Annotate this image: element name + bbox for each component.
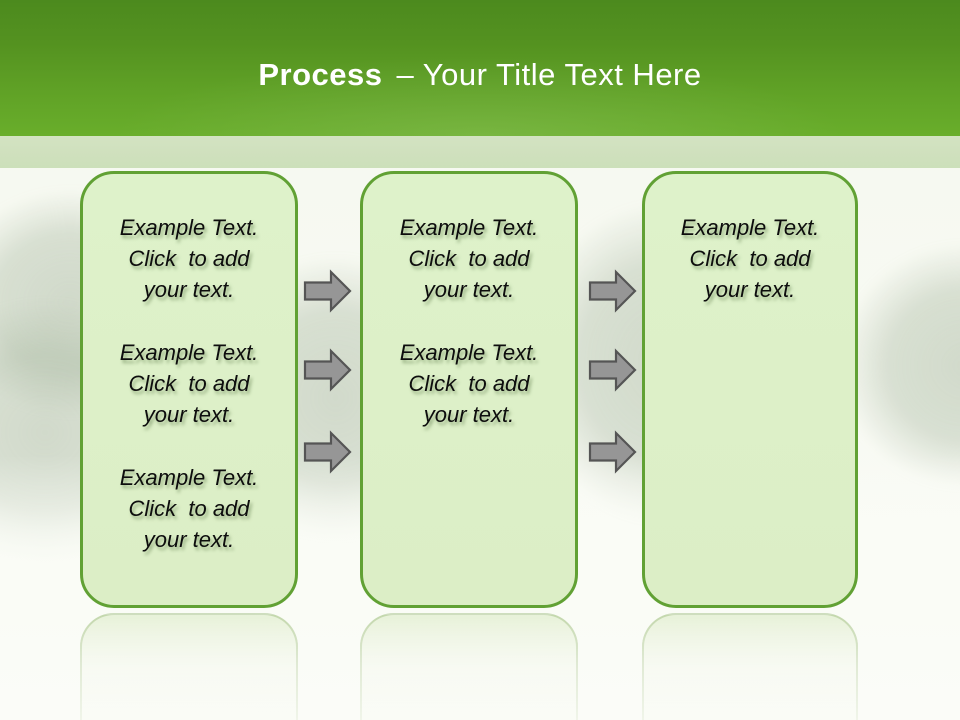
- text-placeholder: Example Text. Click to add your text.: [645, 212, 855, 305]
- process-box-2[interactable]: Example Text. Click to add your text. Ex…: [360, 171, 578, 608]
- slide-title[interactable]: Process – Your Title Text Here: [258, 43, 701, 93]
- placeholder-line: Click to add: [408, 246, 530, 271]
- arrow-right-icon: [588, 269, 637, 313]
- arrow-right-icon: [303, 348, 352, 392]
- placeholder-line: Example Text.: [399, 215, 539, 240]
- header-bar: Process – Your Title Text Here: [0, 0, 960, 136]
- text-placeholder: Example Text. Click to add your text.: [83, 462, 295, 555]
- arrow-right-icon: [303, 269, 352, 313]
- process-box-1[interactable]: Example Text. Click to add your text. Ex…: [80, 171, 298, 608]
- slide-title-bold: Process: [258, 57, 383, 92]
- reflection-fade: [360, 613, 578, 720]
- placeholder-line: Click to add: [408, 371, 530, 396]
- placeholder-line: your text.: [143, 277, 235, 302]
- arrow-right-icon: [303, 430, 352, 474]
- placeholder-line: Click to add: [128, 496, 250, 521]
- arrow-right-icon: [588, 348, 637, 392]
- header-sheen: [0, 0, 960, 136]
- box-reflection: [80, 613, 298, 720]
- box-reflection: [642, 613, 858, 720]
- text-placeholder: Example Text. Click to add your text.: [83, 212, 295, 305]
- reflection-fade: [80, 613, 298, 720]
- process-box-3[interactable]: Example Text. Click to add your text.: [642, 171, 858, 608]
- placeholder-line: Click to add: [128, 246, 250, 271]
- placeholder-line: Example Text.: [119, 215, 259, 240]
- header-accent-band: [0, 136, 960, 168]
- placeholder-line: your text.: [704, 277, 796, 302]
- reflection-fade: [642, 613, 858, 720]
- placeholder-line: your text.: [423, 277, 515, 302]
- placeholder-line: Example Text.: [680, 215, 820, 240]
- placeholder-line: Example Text.: [399, 340, 539, 365]
- placeholder-line: your text.: [143, 527, 235, 552]
- text-placeholder: Example Text. Click to add your text.: [363, 337, 575, 430]
- placeholder-line: your text.: [423, 402, 515, 427]
- placeholder-line: your text.: [143, 402, 235, 427]
- placeholder-line: Click to add: [128, 371, 250, 396]
- placeholder-line: Example Text.: [119, 465, 259, 490]
- text-placeholder: Example Text. Click to add your text.: [83, 337, 295, 430]
- box-reflection: [360, 613, 578, 720]
- placeholder-line: Example Text.: [119, 340, 259, 365]
- text-placeholder: Example Text. Click to add your text.: [363, 212, 575, 305]
- placeholder-line: Click to add: [689, 246, 811, 271]
- arrow-right-icon: [588, 430, 637, 474]
- slide-title-rest: – Your Title Text Here: [396, 57, 702, 92]
